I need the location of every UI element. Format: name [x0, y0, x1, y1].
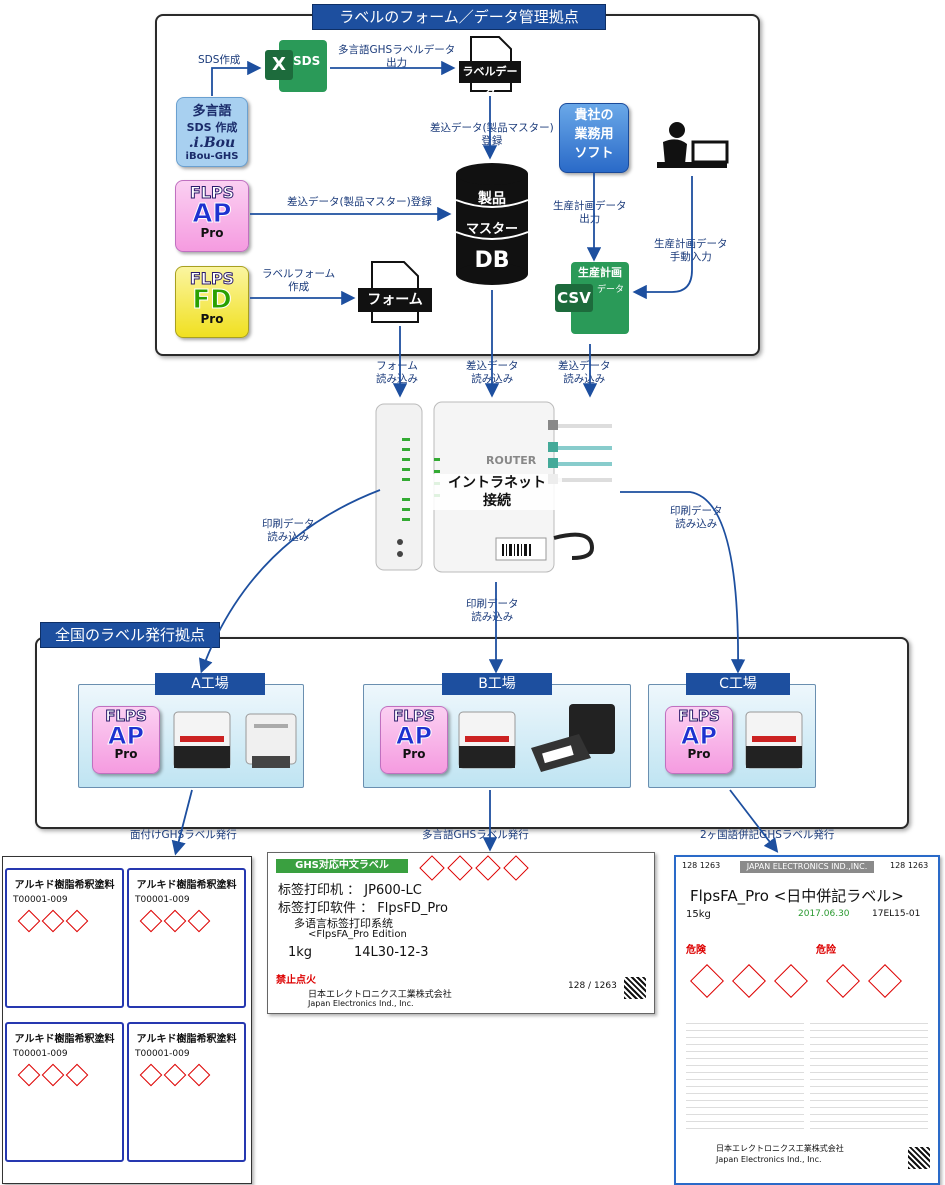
merge-read-label-1: 差込データ 読み込み — [466, 360, 519, 385]
label-printer-icon-b2 — [525, 700, 617, 774]
issuing-hub-title: 全国のラベル発行拠点 — [40, 622, 220, 648]
merge-register-ap-label: 差込データ(製品マスター)登録 — [287, 196, 432, 208]
production-plan-csv-icon: 生産計画 データ CSV — [555, 262, 631, 342]
bilingual-ghs-label: JAPAN ELECTRONICS IND.,INC. 128 1263 128… — [674, 855, 940, 1185]
intranet-label: イントラネット 接続 — [432, 474, 562, 510]
print-read-left-label: 印刷データ 読み込み — [262, 518, 315, 543]
factory-b-title: B工場 — [442, 673, 552, 695]
imposed-label-2: アルキド樹脂希釈塗料 T00001-009 — [127, 868, 246, 1008]
router-icon: ROUTER イントラネット 接続 — [372, 398, 622, 580]
plan-output-label: 生産計画データ 出力 — [553, 200, 627, 225]
factory-b-ap-icon: FLPS AP Pro — [380, 706, 448, 774]
form-create-label: ラベルフォーム 作成 — [262, 268, 336, 293]
factory-a-title: A工場 — [155, 673, 265, 695]
printer-icon-c1 — [742, 708, 806, 774]
product-master-db-icon: 製品 マスター DB — [452, 160, 532, 286]
multilang-label-issue-label: 多言語GHSラベル発行 — [422, 829, 529, 841]
multilang-output-label: 多言語GHSラベルデータ 出力 — [338, 44, 456, 69]
imposed-label-4: アルキド樹脂希釈塗料 T00001-009 — [127, 1022, 246, 1162]
sds-create-label: SDS作成 — [198, 54, 241, 66]
factory-a-ap-icon: FLPS AP Pro — [92, 706, 160, 774]
imposed-label-1: アルキド樹脂希釈塗料 T00001-009 — [5, 868, 124, 1008]
print-read-center-label: 印刷データ 読み込み — [466, 598, 519, 623]
form-read-label: フォーム 読み込み — [376, 360, 418, 385]
print-read-right-label: 印刷データ 読み込み — [670, 505, 723, 530]
label-data-document-icon: ラベルデータ — [459, 35, 521, 100]
flps-fd-pro-icon: FLPS FD Pro — [175, 266, 249, 338]
bilingual-label-issue-label: 2ヶ国語併記GHSラベル発行 — [700, 829, 835, 841]
ibou-ghs-icon: 多言語 SDS 作成 .i.Bou iBou-GHS — [176, 97, 248, 167]
printer-icon-a1 — [170, 708, 234, 774]
merge-read-label-2: 差込データ 読み込み — [558, 360, 611, 385]
person-at-computer-icon — [655, 120, 735, 175]
plan-manual-label: 生産計画データ 手動入力 — [654, 238, 728, 263]
printer-icon-b1 — [455, 708, 519, 774]
flps-ap-pro-icon: FLPS AP Pro — [175, 180, 249, 252]
hub-title: ラベルのフォーム／データ管理拠点 — [312, 4, 606, 30]
imposed-label-3: アルキド樹脂希釈塗料 T00001-009 — [5, 1022, 124, 1162]
business-software-icon: 貴社の 業務用 ソフト — [559, 103, 629, 173]
printer-icon-a2 — [242, 710, 300, 774]
imposed-label-issue-label: 面付けGHSラベル発行 — [130, 829, 237, 841]
chinese-ghs-label: GHS对応中文ラベル 标签打印机 ： JP600-LC 标签打印软件 ： Flp… — [267, 852, 655, 1014]
merge-register-label: 差込データ(製品マスター) 登録 — [430, 122, 554, 147]
form-document-icon: フォーム — [358, 260, 432, 324]
factory-c-title: C工場 — [686, 673, 790, 695]
factory-c-ap-icon: FLPS AP Pro — [665, 706, 733, 774]
excel-sds-icon: SDS X — [265, 40, 327, 92]
